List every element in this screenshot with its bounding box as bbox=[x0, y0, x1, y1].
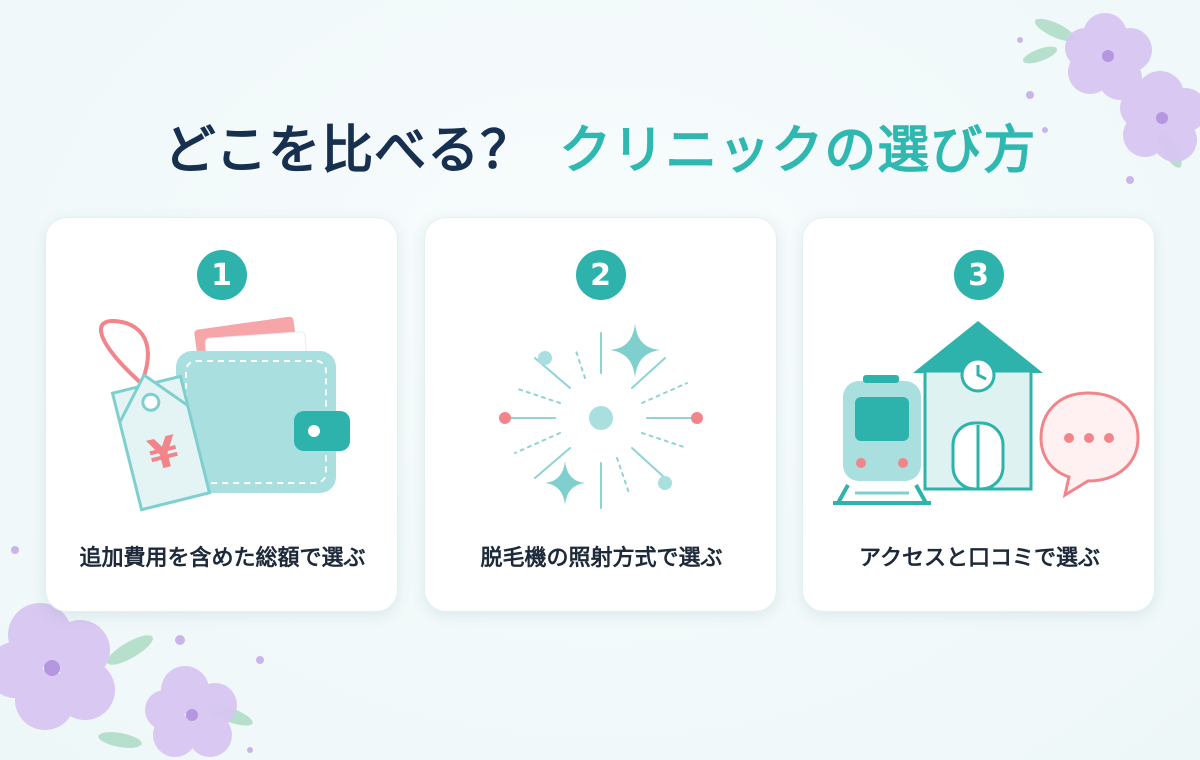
number-badge: 3 bbox=[953, 250, 1004, 300]
title-question: どこを比べる？ bbox=[163, 121, 534, 181]
title-highlight: クリニックの選び方 bbox=[559, 121, 1037, 181]
flower-decoration-top-right bbox=[1017, 13, 1200, 184]
card-label: 脱毛機の照射方式で選ぶ bbox=[480, 546, 723, 571]
card-laser-method: 2 脱毛機の照射方式で選ぶ bbox=[424, 217, 777, 612]
page-title: どこを比べる？ クリニックの選び方 bbox=[0, 108, 1200, 183]
card-label: 追加費用を含めた総額で選ぶ bbox=[79, 546, 366, 571]
number-badge: 2 bbox=[575, 250, 626, 300]
wallet-price-tag-icon: ¥ bbox=[98, 316, 350, 512]
train-building-chat-icon bbox=[833, 321, 1140, 505]
card-total-cost: 1 ¥ 追加費用を含めた総額で選ぶ bbox=[45, 217, 398, 612]
flower-decoration-bottom-left bbox=[0, 546, 264, 757]
laser-sparkle-icon bbox=[499, 323, 703, 509]
card-access-reviews: 3 アクセスと口コミで選ぶ bbox=[802, 217, 1155, 612]
number-badge: 1 bbox=[196, 250, 247, 300]
card-label: アクセスと口コミで選ぶ bbox=[859, 546, 1100, 571]
